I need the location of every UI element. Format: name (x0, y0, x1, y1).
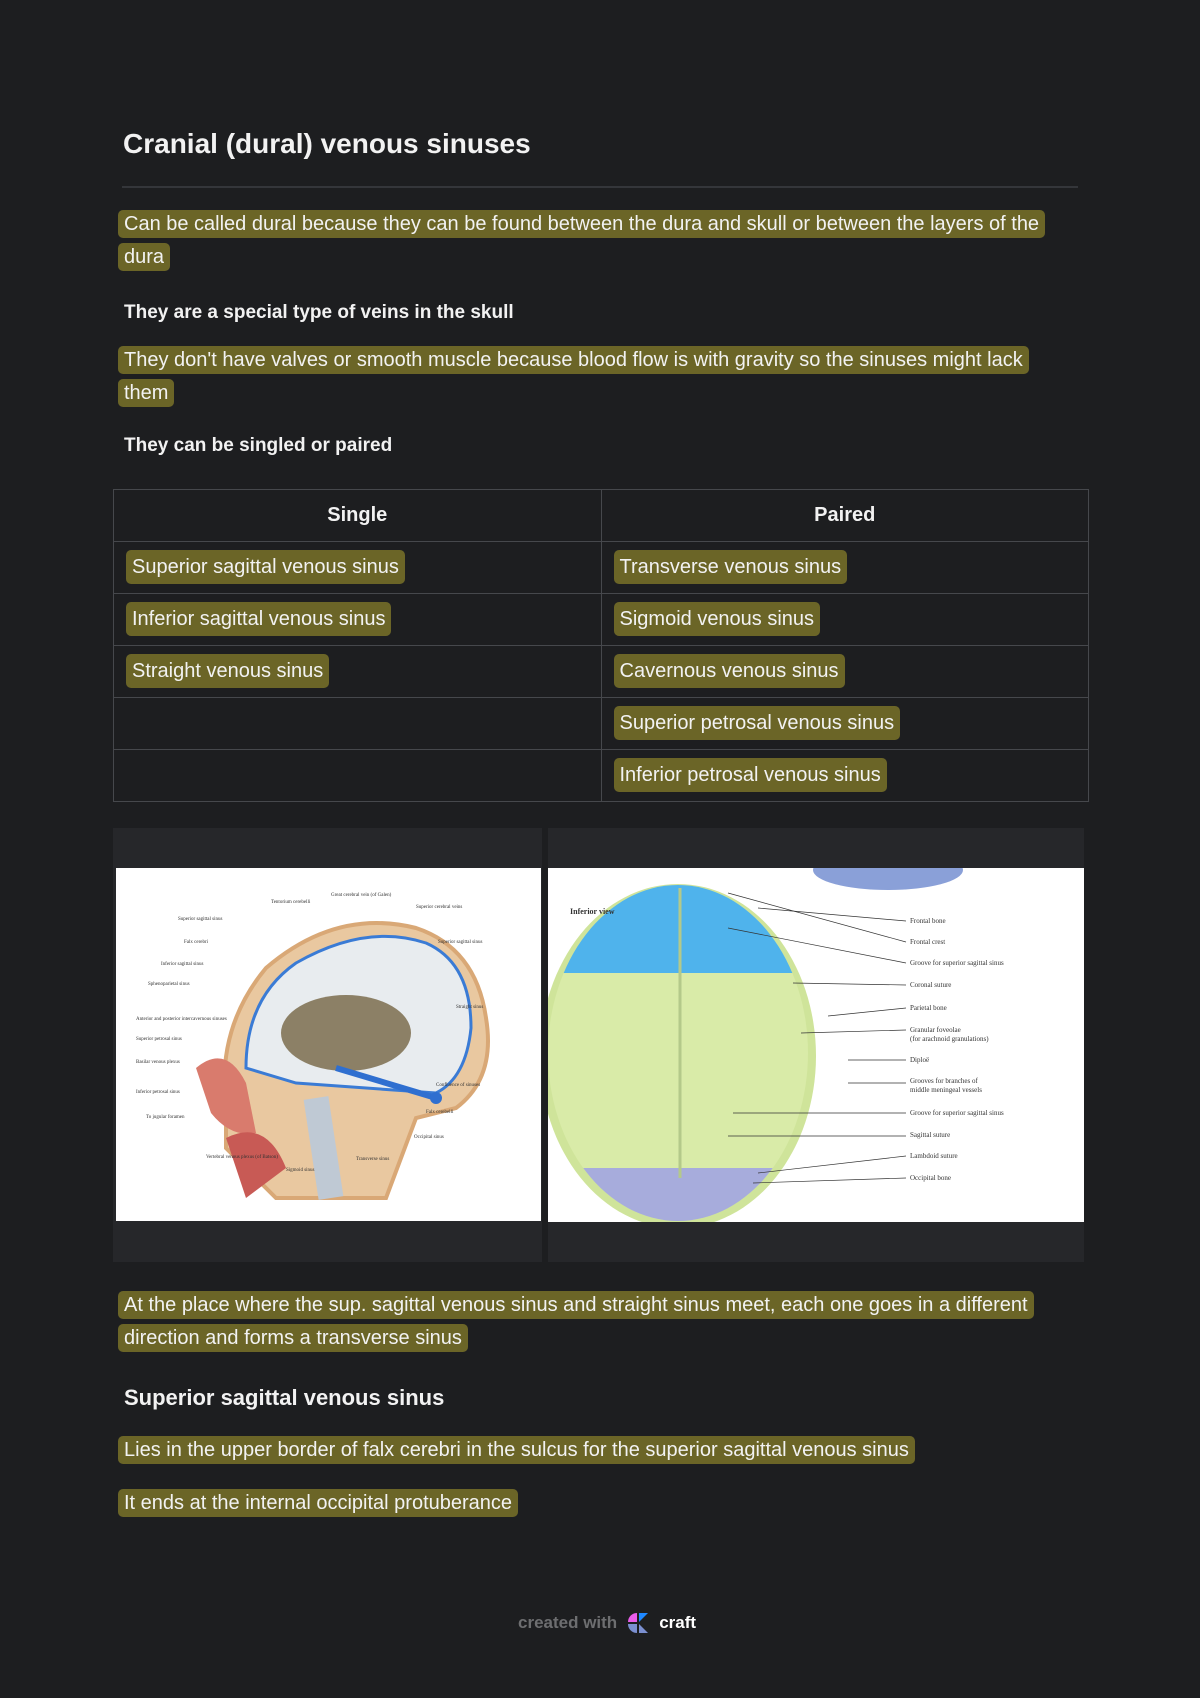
diagram-label: To jugular foramen (146, 1115, 185, 1120)
image-panel-left[interactable]: Tentorium cerebelli Great cerebral vein … (113, 828, 542, 1262)
highlighted-text: Lies in the upper border of falx cerebri… (118, 1436, 915, 1464)
image-gallery: Tentorium cerebelli Great cerebral vein … (113, 828, 1084, 1262)
table-row: Straight venous sinus Cavernous venous s… (113, 645, 1089, 698)
table-header-row: Single Paired (113, 489, 1089, 542)
cell-text: Superior sagittal venous sinus (126, 550, 405, 584)
diagram-label: Straight sinus (456, 1005, 483, 1010)
column-header-single: Single (113, 489, 602, 542)
diagram-label: Basilar venous plexus (136, 1060, 180, 1065)
diagram-label: Sphenoparietal sinus (148, 982, 190, 987)
table-cell: Cavernous venous sinus (600, 645, 1089, 698)
diagram-label: middle meningeal vessels (910, 1086, 982, 1094)
diagram-label: Falx cerebri (184, 940, 209, 945)
cell-text: Sigmoid venous sinus (613, 602, 821, 636)
diagram-label: Anterior and posterior intercavernous si… (136, 1017, 227, 1022)
diagram-label: Tentorium cerebelli (271, 900, 311, 905)
column-header-paired: Paired (600, 489, 1089, 542)
table-cell: Transverse venous sinus (600, 541, 1089, 594)
image-panel-right[interactable]: Inferior view Frontal bone Frontal crest… (548, 828, 1084, 1262)
diagram-label: Superior cerebral veins (416, 905, 462, 910)
diagram-label: Sigmoid sinus (286, 1168, 315, 1173)
diagram-label: Sagittal suture (910, 1131, 950, 1139)
diagram-label: Inferior petrosal sinus (136, 1090, 180, 1095)
table-row: Superior petrosal venous sinus (113, 697, 1089, 750)
table-row: Inferior petrosal venous sinus (113, 749, 1089, 802)
paragraph-transverse-sinus: At the place where the sup. sagittal ven… (118, 1289, 1063, 1355)
footer-created-with-craft[interactable]: created with craft (518, 1612, 696, 1634)
diagram-label: Occipital sinus (414, 1135, 444, 1140)
section-heading: Superior sagittal venous sinus (124, 1385, 445, 1410)
table-cell-empty (113, 697, 602, 750)
diagram-label: Grooves for branches of (910, 1077, 979, 1085)
table-cell: Inferior sagittal venous sinus (113, 593, 602, 646)
table-cell: Superior sagittal venous sinus (113, 541, 602, 594)
diagram-label: Falx cerebelli (426, 1110, 454, 1115)
table-cell: Inferior petrosal venous sinus (600, 749, 1089, 802)
cell-text: Cavernous venous sinus (613, 654, 845, 688)
cell-text: Inferior sagittal venous sinus (126, 602, 392, 636)
paragraph-dural: Can be called dural because they can be … (118, 208, 1063, 274)
diagram-label: Confluence of sinuses (436, 1083, 480, 1088)
paragraph-ending: It ends at the internal occipital protub… (118, 1487, 1063, 1520)
bold-statement-singled-paired: They can be singled or paired (124, 435, 393, 456)
bold-statement-special-veins: They are a special type of veins in the … (124, 302, 514, 323)
diagram-label: Vertebral venous plexus (of Batson) (206, 1155, 278, 1160)
highlighted-text: They don't have valves or smooth muscle … (118, 346, 1029, 407)
diagram-label: Occipital bone (910, 1174, 951, 1182)
diagram-label: Lambdoid suture (910, 1152, 958, 1160)
diagram-label: Parietal bone (910, 1004, 947, 1012)
highlighted-text: At the place where the sup. sagittal ven… (118, 1291, 1034, 1352)
footer-prefix: created with (518, 1613, 618, 1632)
paragraph-valves: They don't have valves or smooth muscle … (118, 344, 1063, 410)
table-cell: Superior petrosal venous sinus (600, 697, 1089, 750)
sagittal-head-venous-sinuses-image: Tentorium cerebelli Great cerebral vein … (116, 868, 541, 1221)
craft-logo-icon (628, 1613, 649, 1633)
highlighted-text: It ends at the internal occipital protub… (118, 1489, 519, 1517)
diagram-label: Granular foveolae (910, 1026, 961, 1034)
cell-text: Straight venous sinus (126, 654, 330, 688)
diagram-label: Inferior sagittal sinus (161, 962, 204, 967)
diagram-label: Frontal bone (910, 917, 946, 925)
diagram-label: Groove for superior sagittal sinus (910, 1109, 1004, 1117)
diagram-label: Superior sagittal sinus (178, 917, 222, 922)
table-cell: Straight venous sinus (113, 645, 602, 698)
table-cell-empty (113, 749, 602, 802)
cell-text: Inferior petrosal venous sinus (613, 758, 887, 792)
diagram-label: Groove for superior sagittal sinus (910, 959, 1004, 967)
cell-text: Superior petrosal venous sinus (613, 706, 901, 740)
diagram-label: Diploë (910, 1056, 929, 1064)
table-row: Inferior sagittal venous sinus Sigmoid v… (113, 593, 1089, 646)
diagram-label: Coronal suture (910, 981, 951, 989)
skull-inferior-view-image: Inferior view Frontal bone Frontal crest… (548, 868, 1084, 1222)
page-title: Cranial (dural) venous sinuses (123, 128, 531, 159)
table-row: Superior sagittal venous sinus Transvers… (113, 541, 1089, 594)
diagram-label: (for arachnoid granulations) (910, 1035, 989, 1043)
diagram-label: Great cerebral vein (of Galen) (331, 893, 392, 898)
footer-brand: craft (659, 1613, 697, 1632)
diagram-label: Frontal crest (910, 938, 945, 946)
table-cell: Sigmoid venous sinus (600, 593, 1089, 646)
sinus-table: Single Paired Superior sagittal venous s… (113, 489, 1089, 802)
cell-text: Transverse venous sinus (613, 550, 848, 584)
view-title: Inferior view (570, 907, 615, 916)
diagram-label: Superior sagittal sinus (438, 940, 482, 945)
diagram-label: Transverse sinus (356, 1157, 389, 1162)
highlighted-text: Can be called dural because they can be … (118, 210, 1046, 271)
title-divider (122, 186, 1078, 188)
paragraph-falx: Lies in the upper border of falx cerebri… (118, 1434, 1063, 1467)
diagram-label: Superior petrosal sinus (136, 1037, 182, 1042)
